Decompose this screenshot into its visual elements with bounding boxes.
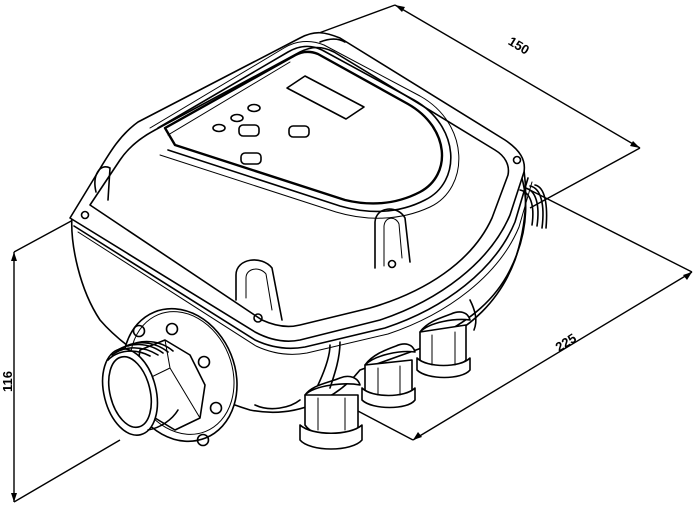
side-loops <box>80 38 522 323</box>
rear-outlet <box>519 184 548 229</box>
display-icon <box>286 75 365 120</box>
housing-bottom <box>317 299 477 389</box>
gland-2 <box>361 343 416 409</box>
gland-3 <box>416 311 471 379</box>
threaded-connector-icon <box>107 355 153 429</box>
button-3[interactable] <box>247 103 261 113</box>
button-6[interactable] <box>240 152 262 165</box>
display-window <box>286 75 365 120</box>
button-2[interactable] <box>230 113 244 123</box>
button-5[interactable] <box>288 125 310 138</box>
control-buttons <box>212 103 310 165</box>
gland-1 <box>299 375 363 450</box>
threaded-inlet <box>101 307 238 447</box>
button-4[interactable] <box>238 124 260 137</box>
dimension-label-height: 116 <box>0 371 15 392</box>
button-1[interactable] <box>212 123 226 133</box>
dimension-lines <box>11 4 693 503</box>
cable-glands <box>254 311 471 450</box>
